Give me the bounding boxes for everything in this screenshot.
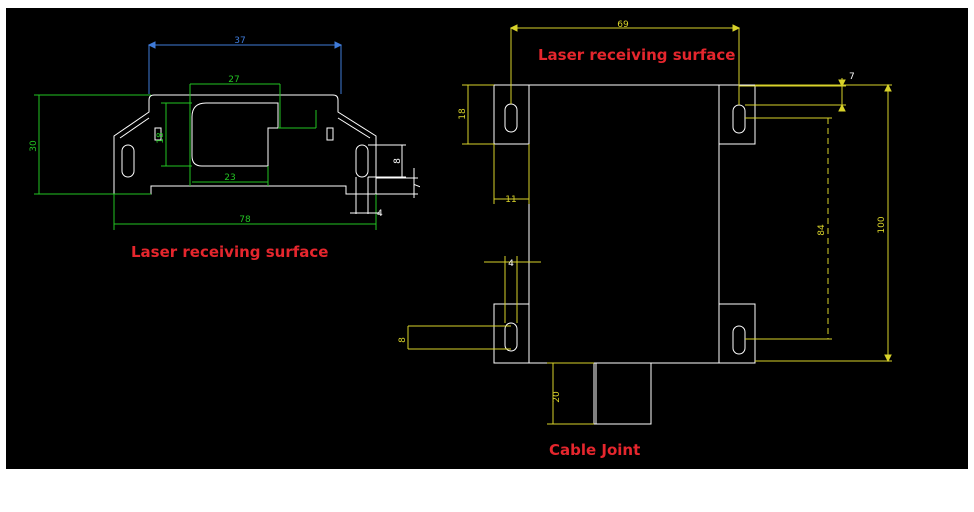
dim-wall-text: 4 — [377, 209, 383, 219]
slot-bottom-right — [732, 325, 746, 355]
technical-drawing: 37 27 23 18 30 — [29, 20, 892, 425]
drawing-canvas: 37 27 23 18 30 — [6, 8, 968, 469]
dim-pitch — [745, 117, 832, 340]
slot-top-left — [504, 103, 518, 133]
dim-window-height-text: 18 — [156, 132, 166, 144]
dim-overall-width-text: 37 — [234, 36, 245, 46]
label-laser-surface-side: Laser receiving surface — [131, 243, 329, 261]
dim-base-length — [113, 194, 377, 230]
side-fastener-right — [326, 127, 334, 141]
dim-cable-length — [547, 362, 594, 425]
dim-slot-height-text: 18 — [458, 108, 468, 120]
dim-slot-low-text: 8 — [398, 337, 408, 343]
dim-slot-width-text: 4 — [508, 259, 514, 269]
dim-window-width-text: 27 — [228, 75, 239, 85]
dim-tab-text: 7 — [849, 72, 855, 82]
dim-slot-height — [462, 84, 494, 145]
dim-window-height — [161, 102, 317, 167]
dim-inner-width — [192, 166, 269, 186]
dim-slot-offset — [493, 144, 530, 204]
dim-overall-width — [147, 41, 343, 94]
side-view: 37 27 23 18 30 — [29, 36, 423, 230]
dim-slot-len-text: 8 — [393, 158, 403, 164]
dim-slot-width — [484, 256, 541, 323]
dim-slot-offset-text: 11 — [505, 195, 516, 205]
dim-span — [509, 24, 741, 105]
dim-height — [34, 94, 151, 195]
dim-inner-width-text: 23 — [224, 173, 235, 183]
side-window — [191, 102, 279, 167]
tab-top-right — [718, 84, 756, 145]
side-slot-left — [121, 144, 135, 178]
dim-slot — [350, 144, 418, 214]
dim-tab — [739, 78, 846, 112]
dim-slot-low — [407, 325, 511, 350]
dim-window-width — [189, 83, 281, 186]
cable-joint-housing — [593, 362, 652, 425]
side-body-outline — [113, 94, 377, 195]
dim-span-text: 69 — [617, 20, 629, 30]
side-flange-left — [119, 117, 150, 139]
top-main-body — [528, 84, 720, 364]
dim-pitch-text: 84 — [817, 224, 827, 236]
side-fastener-left — [154, 127, 162, 141]
dim-total-height-text: 100 — [877, 216, 887, 233]
slot-top-right — [732, 104, 746, 134]
dim-lip-text: 7 — [413, 183, 423, 189]
dim-total-height — [755, 83, 892, 363]
dim-cable-length-text: 20 — [552, 391, 562, 403]
dim-base-length-text: 78 — [239, 215, 251, 225]
side-slot-right — [355, 144, 369, 178]
side-flange-right — [337, 117, 371, 139]
dim-height-text: 30 — [29, 140, 39, 152]
label-cable-joint: Cable Joint — [549, 441, 641, 459]
label-laser-surface-top: Laser receiving surface — [538, 46, 736, 64]
tab-bottom-left — [493, 303, 530, 364]
tab-bottom-right — [718, 303, 756, 364]
top-view: 69 7 18 11 4 — [398, 20, 892, 425]
slot-bottom-left — [504, 322, 518, 352]
